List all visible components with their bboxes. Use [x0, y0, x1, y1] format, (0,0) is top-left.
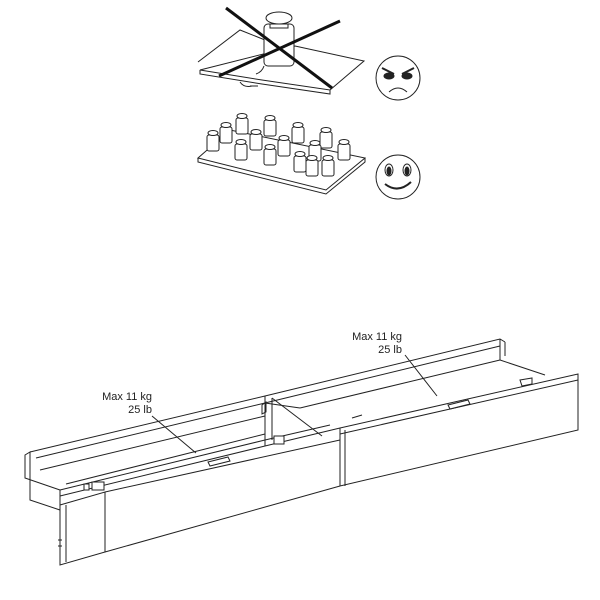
- smiling-face-icon: [375, 154, 421, 200]
- weight-icon: [234, 139, 248, 161]
- weight-icon: [219, 122, 233, 144]
- weight-icon: [249, 129, 263, 151]
- weight-icon: [319, 127, 333, 149]
- weight-icon: [305, 155, 319, 177]
- weight-icon: [291, 122, 305, 144]
- weight-icon: [235, 113, 249, 135]
- weight-icon: [337, 139, 351, 161]
- under-bed-drawers: [24, 338, 579, 566]
- weight-icon: [263, 144, 277, 166]
- cross-out-mark: [218, 6, 341, 90]
- weight-limit-label-left: Max 11 kg 25 lb: [86, 391, 152, 417]
- weight-icon: [206, 130, 220, 152]
- weight-icon: [277, 135, 291, 157]
- max-kg-text: Max 11 kg: [102, 391, 152, 403]
- max-lb-text: 25 lb: [128, 404, 152, 416]
- weights-group: [206, 113, 351, 177]
- weight-icon: [321, 155, 335, 177]
- max-lb-text: 25 lb: [378, 344, 402, 356]
- max-kg-text: Max 11 kg: [352, 331, 402, 343]
- weight-limit-label-right: Max 11 kg 25 lb: [336, 331, 402, 357]
- angry-face-icon: [375, 55, 421, 101]
- bending-shelf-single-weight: [197, 11, 366, 95]
- weight-icon: [293, 151, 307, 173]
- weight-icon: [263, 115, 277, 137]
